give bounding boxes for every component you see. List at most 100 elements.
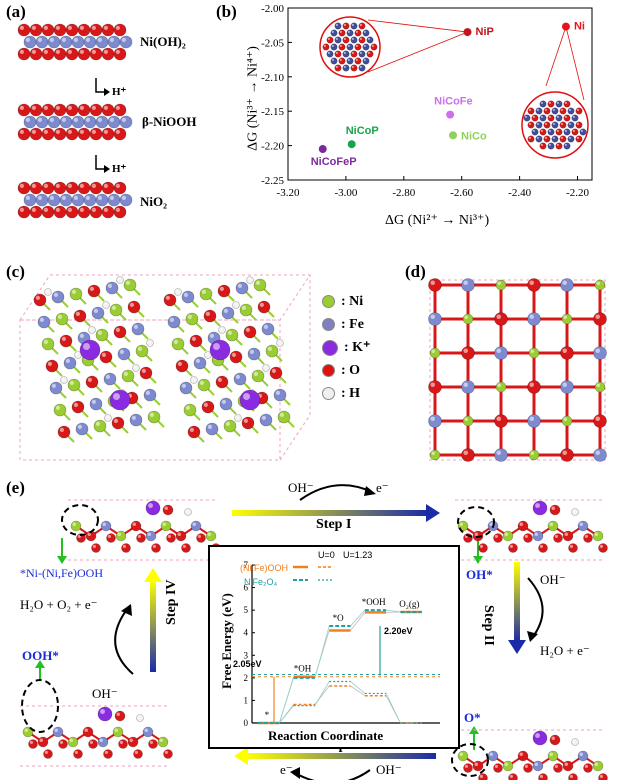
- atom: [502, 760, 514, 772]
- species-oh-step-iv: OH⁻: [92, 686, 118, 701]
- atom: [205, 422, 219, 436]
- inset-ylabel: Free Energy (eV): [219, 593, 234, 689]
- atom: [462, 313, 474, 325]
- atom: [346, 43, 354, 51]
- atom: [219, 397, 233, 411]
- atom: [528, 449, 540, 461]
- atom: [598, 543, 608, 553]
- deprotonation-arrow-1: [95, 78, 110, 96]
- atom: [181, 543, 191, 553]
- atom: [246, 276, 254, 284]
- legend-label: : Fe: [341, 316, 364, 332]
- atom: [494, 312, 508, 326]
- atom: [119, 193, 133, 207]
- atom: [571, 114, 579, 122]
- panel-c-label: (c): [6, 262, 25, 281]
- atom: [593, 346, 607, 360]
- atom: [37, 315, 51, 329]
- atom: [539, 114, 547, 122]
- state-label: O₂(g): [399, 599, 419, 609]
- atom: [350, 36, 358, 44]
- atom: [547, 114, 555, 122]
- atom: [428, 312, 442, 326]
- atom: [549, 504, 561, 516]
- x-tick-label: -3.20: [277, 187, 300, 199]
- atom: [531, 128, 539, 136]
- intermediate-o: O*: [464, 710, 481, 725]
- intermediate-ooh: OOH*: [22, 648, 59, 663]
- atom: [142, 726, 154, 738]
- atom: [101, 205, 115, 219]
- ni-nanoparticle-inset: [521, 91, 589, 159]
- atom: [539, 128, 547, 136]
- atom: [139, 366, 153, 380]
- active-site-circle: [21, 679, 59, 733]
- atom: [53, 403, 67, 417]
- atom: [101, 103, 115, 117]
- atom: [183, 403, 197, 417]
- y-tick-label: -2.10: [261, 72, 284, 84]
- step-ii-arrow: [508, 562, 526, 654]
- atom: [60, 376, 68, 384]
- atom: [204, 351, 212, 359]
- atom: [346, 57, 354, 65]
- state-label: *OH: [294, 664, 312, 674]
- energy-connector: [278, 677, 294, 724]
- atom: [215, 375, 229, 389]
- atom: [100, 520, 112, 532]
- state-label: *OOH: [362, 597, 386, 607]
- atom: [41, 23, 55, 37]
- species-h2o-step-ii: H₂O + e⁻: [540, 643, 590, 658]
- atom: [113, 181, 127, 195]
- potassium-ion: [239, 389, 261, 411]
- scatter-point-nicop: [347, 140, 356, 149]
- atom: [77, 181, 91, 195]
- atom: [494, 448, 508, 462]
- atom: [114, 710, 126, 722]
- atom: [53, 47, 67, 61]
- atom: [553, 763, 563, 773]
- active-site-circle: [457, 506, 495, 538]
- y-tick-label: -2.20: [261, 141, 284, 153]
- atom: [571, 128, 579, 136]
- atom: [257, 300, 271, 314]
- atom: [354, 43, 362, 51]
- energy-connector: [350, 681, 366, 694]
- atom: [342, 22, 350, 30]
- atom: [251, 369, 265, 383]
- atom: [362, 57, 370, 65]
- atom: [527, 107, 535, 115]
- atom: [146, 339, 154, 347]
- atom: [461, 448, 475, 462]
- atom: [77, 47, 91, 61]
- atom: [261, 322, 275, 336]
- potassium-ion: [209, 339, 231, 361]
- legend-item: : Fe: [322, 313, 402, 336]
- atom: [579, 128, 587, 136]
- atom: [472, 760, 484, 772]
- atom: [561, 313, 573, 325]
- legend-item: : H: [322, 382, 402, 405]
- atom: [35, 193, 49, 207]
- energy-connector: [385, 693, 401, 724]
- atom: [358, 64, 366, 72]
- atom: [103, 372, 117, 386]
- atom: [563, 114, 571, 122]
- legend-label: : H: [341, 385, 361, 401]
- atom: [543, 135, 551, 143]
- atom: [112, 726, 124, 738]
- atom: [326, 36, 334, 44]
- atom: [69, 287, 83, 301]
- atom: [547, 100, 555, 108]
- atom: [322, 43, 330, 51]
- energy-connector: [350, 609, 366, 627]
- species-e-step-iii: e⁻: [280, 762, 293, 777]
- atom: [41, 47, 55, 61]
- atom: [494, 346, 508, 360]
- atom: [119, 115, 133, 129]
- atom: [326, 50, 334, 58]
- atom: [179, 381, 193, 395]
- atom: [95, 35, 109, 49]
- atom: [88, 326, 96, 334]
- atom: [253, 278, 267, 292]
